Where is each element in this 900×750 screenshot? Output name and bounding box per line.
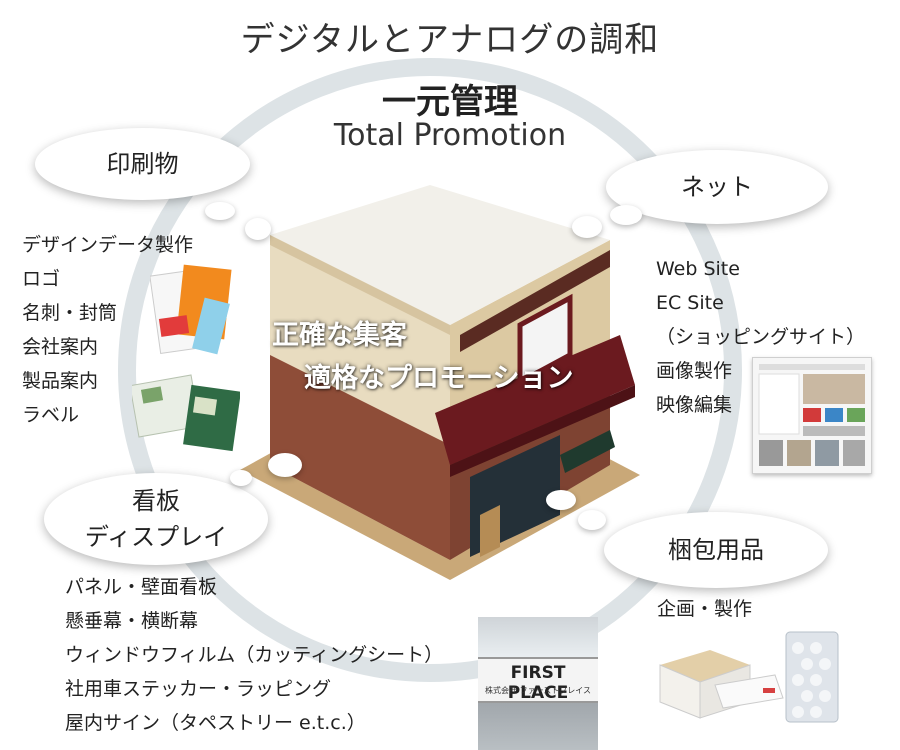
list-item: 映像編集	[656, 394, 733, 416]
list-item: デザインデータ製作	[22, 234, 194, 256]
list-item: EC Site	[656, 292, 724, 314]
overlay-line-1: 正確な集客	[272, 320, 407, 351]
bubble-net: ネット	[606, 150, 828, 224]
bubble-dot	[268, 453, 302, 477]
list-item: 懸垂幕・横断幕	[65, 610, 199, 632]
bubble-dot	[546, 490, 576, 510]
signboard-sub-text: 株式会社 ファーストプレイス	[485, 686, 591, 695]
bubble-dot	[610, 205, 642, 225]
bubble-signage-label-1: 看板	[132, 487, 180, 515]
bubble-packaging-label: 梱包用品	[668, 536, 764, 564]
list-item: ラベル	[22, 404, 80, 426]
signboard-main-text: FIRST PLACE	[507, 663, 569, 703]
bubble-dot	[230, 470, 252, 486]
print-items-list: デザインデータ製作 ロゴ 名刺・封筒 会社案内 製品案内 ラベル	[22, 228, 193, 432]
list-item: 画像製作	[656, 360, 733, 382]
bubble-print: 印刷物	[35, 128, 250, 200]
printed-envelopes-image	[150, 264, 232, 355]
list-item: ロゴ	[22, 268, 61, 290]
list-item: パネル・壁面看板	[65, 576, 218, 598]
box-image	[659, 650, 784, 719]
page-title: デジタルとアナログの調和	[240, 20, 660, 60]
bubble-signage: 看板 ディスプレイ	[44, 473, 268, 565]
website-screenshot-graphic	[758, 364, 865, 466]
list-item: 企画・製作	[657, 598, 753, 620]
overlay-line-2: 適格なプロモーション	[304, 363, 574, 394]
list-item: ウィンドウフィルム（カッティングシート）	[65, 644, 444, 666]
list-item: （ショッピングサイト）	[656, 326, 866, 348]
website-screenshot-image	[752, 357, 872, 474]
bubble-print-label: 印刷物	[106, 150, 179, 178]
center-title: 一元管理	[382, 82, 518, 122]
bubble-net-label: ネット	[681, 173, 753, 201]
bubble-wrap-image	[785, 631, 839, 723]
packaging-items-list: 企画・製作	[657, 592, 752, 626]
bubble-dot	[578, 510, 606, 530]
bubble-packaging: 梱包用品	[604, 512, 828, 588]
shop-illustration	[240, 185, 640, 580]
list-item: Web Site	[656, 258, 740, 280]
bubble-dot	[572, 216, 602, 238]
list-item: 会社案内	[22, 336, 99, 358]
signage-items-list: パネル・壁面看板 懸垂幕・横断幕 ウィンドウフィルム（カッティングシート） 社用…	[65, 570, 443, 740]
brochure-image	[132, 374, 240, 452]
bubble-signage-label-2: ディスプレイ	[84, 523, 228, 551]
list-item: 名刺・封筒	[22, 302, 118, 324]
bubble-dot	[205, 202, 235, 220]
signboard-photo: FIRST PLACE 株式会社 ファーストプレイス	[478, 617, 598, 750]
center-subtitle: Total Promotion	[333, 118, 567, 153]
signboard-panel: FIRST PLACE 株式会社 ファーストプレイス	[478, 657, 598, 703]
net-items-list: Web Site EC Site （ショッピングサイト） 画像製作 映像編集	[656, 252, 865, 422]
bubble-dot	[245, 218, 271, 240]
list-item: 製品案内	[22, 370, 99, 392]
list-item: 社用車ステッカー・ラッピング	[65, 678, 332, 700]
list-item: 屋内サイン（タペストリー e.t.c.）	[65, 712, 366, 734]
